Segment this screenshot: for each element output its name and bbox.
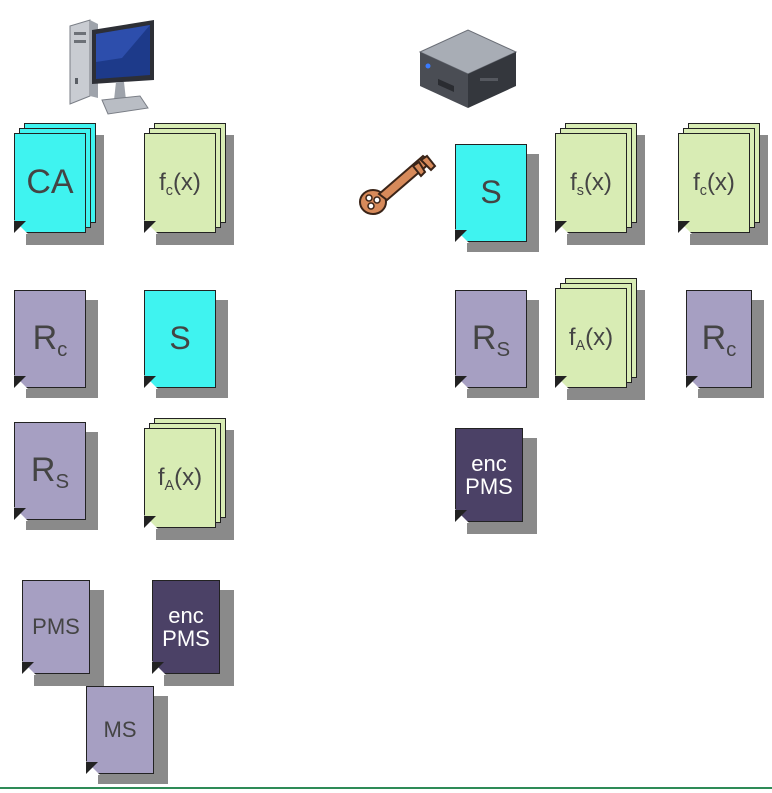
bottom-rule [0, 787, 772, 789]
server-enc-pms-label: PMS [465, 474, 513, 499]
server-fs-sub: s [576, 183, 584, 200]
client-rs-sub: S [55, 471, 70, 494]
client-rc-sub: c [57, 339, 68, 362]
client-rc-document: Rc [13, 290, 104, 400]
server-fc-sub: c [699, 183, 707, 200]
client-ms-label: MS [103, 717, 137, 743]
server-fa-document: fA(x) [554, 278, 645, 400]
server-fa-tail: (x) [585, 324, 614, 352]
client-fc-tail: (x) [172, 169, 201, 197]
server-fc-base: f [693, 169, 700, 197]
server-rc-base: R [701, 319, 727, 358]
client-rc-base: R [32, 319, 58, 358]
client-ca-document: CA [13, 123, 104, 245]
client-rs-base: R [30, 451, 56, 490]
key-icon [359, 154, 437, 215]
client-fa-sub: A [164, 478, 175, 495]
client-rs-document: RS [13, 422, 104, 532]
server-enc-label: enc [471, 450, 507, 476]
client-fc-sub: c [165, 183, 173, 200]
server-s-document: S [454, 144, 545, 254]
server-rs-sub: S [496, 339, 511, 362]
client-s-label: S [169, 320, 191, 357]
client-enc-label: enc [168, 602, 204, 628]
server-fc-tail: (x) [706, 169, 735, 197]
server-fs-base: f [570, 169, 577, 197]
client-enc-pms-label: PMS [162, 626, 210, 651]
server-s-label: S [480, 174, 502, 211]
client-fa-base: f [157, 464, 165, 492]
client-ca-label: CA [26, 163, 74, 202]
client-fa-document: fA(x) [143, 418, 234, 540]
client-pms-label: PMS [32, 614, 80, 640]
server-fa-sub: A [575, 338, 586, 355]
computer-icon [69, 19, 154, 115]
client-fa-tail: (x) [174, 464, 203, 492]
server-rc-document: Rc [685, 290, 766, 400]
server-rs-document: RS [454, 290, 545, 400]
client-enc-pms-document: enc PMS [151, 580, 242, 690]
server-icon [418, 29, 518, 108]
server-rs-base: R [471, 319, 497, 358]
client-ms-document: MS [85, 686, 176, 786]
server-rc-sub: c [726, 339, 737, 362]
client-fc-document: fc(x) [143, 123, 234, 245]
server-fs-tail: (x) [583, 169, 612, 197]
client-pms-document: PMS [21, 580, 112, 690]
client-s-document: S [143, 290, 234, 400]
server-fc-document: fc(x) [677, 123, 768, 245]
client-fc-base: f [159, 169, 166, 197]
server-fa-base: f [568, 324, 576, 352]
server-enc-pms-document: enc PMS [454, 428, 545, 538]
server-fs-document: fs(x) [554, 123, 645, 245]
